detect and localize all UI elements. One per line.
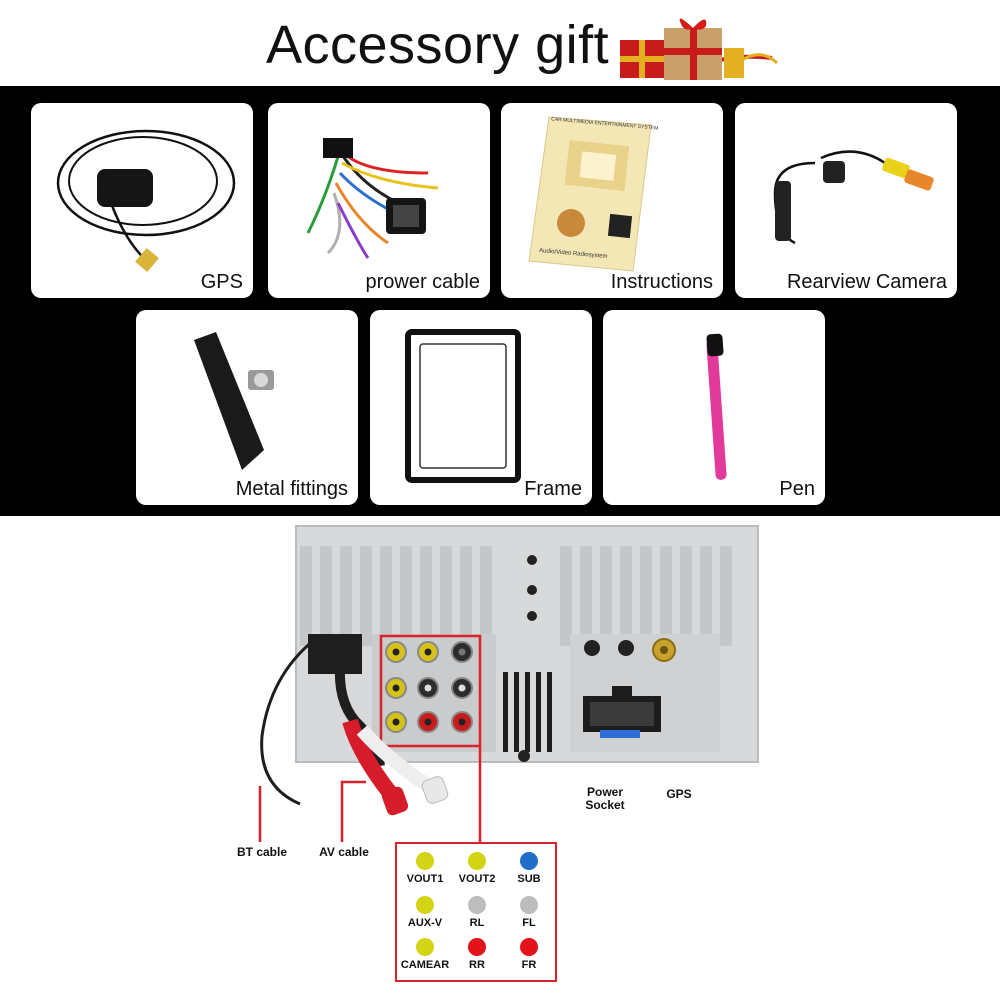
legend-color-dot: [468, 938, 486, 956]
legend-item-camear: CAMEAR: [399, 938, 451, 971]
back-panel-illustration: [258, 525, 759, 842]
accessory-label: Rearview Camera: [786, 271, 947, 293]
legend-color-dot: [416, 896, 434, 914]
header: Accessory gift: [0, 0, 1000, 86]
legend-color-dot: [416, 852, 434, 870]
instructions-booklet-icon: [528, 116, 652, 272]
legend-color-dot: [416, 938, 434, 956]
legend-color-dot: [468, 852, 486, 870]
legend-label: SUB: [517, 873, 541, 885]
accessory-card-power-cable: prower cable: [268, 103, 490, 298]
legend-item-sub: SUB: [503, 852, 555, 885]
power-cable-icon: [306, 138, 439, 259]
legend-color-dot: [520, 896, 538, 914]
legend-color-dot: [520, 938, 538, 956]
legend-label: AUX-V: [407, 917, 443, 929]
callout-bt-cable: BT cable: [236, 845, 287, 859]
legend-item-vout1: VOUT1: [399, 852, 451, 885]
callout-av-cable: AV cable: [319, 845, 369, 859]
metal-bracket-icon: [194, 332, 274, 470]
accessory-card-pen: Pen: [603, 310, 825, 505]
legend-label: CAMEAR: [400, 959, 450, 971]
legend-item-fr: FR: [503, 938, 555, 971]
legend-label: RL: [469, 917, 485, 929]
callout-power-socket: Power Socket: [585, 785, 625, 812]
accessory-label: GPS: [200, 271, 243, 293]
connection-diagram: BT cable AV cable Power Socket GPS: [0, 516, 1000, 1000]
legend-label: VOUT2: [458, 873, 496, 885]
accessory-card-frame: Frame: [370, 310, 592, 505]
legend-label: RR: [469, 959, 485, 971]
rca-color-legend: VOUT1 VOUT2 SUB AUX-V RL FL CAMEAR RR FR: [395, 842, 557, 982]
legend-color-dot: [520, 852, 538, 870]
legend-item-rl: RL: [451, 896, 503, 929]
callout-gps: GPS: [666, 787, 692, 801]
accessory-label: Metal fittings: [235, 478, 348, 500]
accessory-card-instructions: CAR MULTIMEDIA ENTERTAINMENT SYSTEM Audi…: [501, 103, 723, 298]
gift-icon: [620, 18, 779, 80]
accessory-card-metal-fittings: Metal fittings: [136, 310, 358, 505]
rearview-camera-icon: [773, 150, 934, 245]
legend-item-rr: RR: [451, 938, 503, 971]
accessory-label: prower cable: [365, 271, 480, 293]
gps-antenna-icon: [56, 129, 236, 273]
frame-icon: [405, 329, 521, 483]
accessory-card-gps: GPS: [31, 103, 253, 298]
accessory-label: Instructions: [610, 271, 713, 293]
accessory-label: Pen: [779, 478, 815, 500]
accessory-card-rearview-camera: Rearview Camera: [735, 103, 957, 298]
legend-label: FL: [522, 917, 536, 929]
legend-item-fl: FL: [503, 896, 555, 929]
legend-label: VOUT1: [406, 873, 444, 885]
legend-color-dot: [468, 896, 486, 914]
legend-label: FR: [521, 959, 537, 971]
stylus-pen-icon: [706, 333, 727, 480]
legend-item-aux-v: AUX-V: [399, 896, 451, 929]
accessory-label: Frame: [524, 478, 582, 500]
legend-item-vout2: VOUT2: [451, 852, 503, 885]
page-title: Accessory gift: [266, 15, 610, 75]
